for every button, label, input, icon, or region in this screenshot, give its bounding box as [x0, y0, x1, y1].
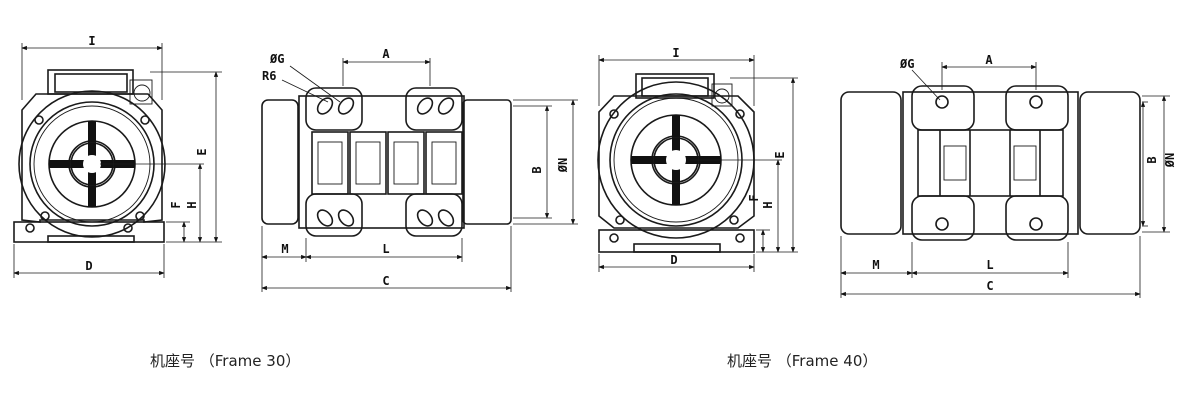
label-N-40: ØN: [1163, 153, 1177, 168]
label-M-40: M: [872, 258, 879, 272]
label-B: B: [530, 166, 544, 173]
label-E: E: [195, 148, 209, 155]
label-N: ØN: [556, 158, 570, 173]
label-G-40: ØG: [899, 57, 914, 71]
label-A-40: A: [985, 53, 993, 67]
label-R6: R6: [262, 69, 276, 83]
label-D-40: D: [670, 253, 677, 267]
label-I-40: I: [672, 46, 679, 60]
label-H: H: [185, 201, 199, 208]
label-D: D: [85, 259, 92, 273]
frame40-top-view: A ØG B ØN M L C: [840, 53, 1177, 298]
label-H-40: H: [761, 201, 775, 208]
label-L: L: [382, 242, 389, 256]
frame30-top-view: A ØG R6 B ØN M L C: [261, 47, 578, 292]
label-B-40: B: [1145, 156, 1159, 163]
label-G: ØG: [269, 52, 284, 66]
frame40-front-view: I D E F H: [597, 46, 798, 272]
label-F-40: F: [747, 194, 761, 201]
label-A: A: [382, 47, 390, 61]
frame30-front-view: I D E F H: [13, 34, 222, 278]
caption-frame40: 机座号 （Frame 40）: [727, 352, 878, 370]
label-C-40: C: [986, 279, 993, 293]
label-I: I: [88, 34, 95, 48]
caption-frame30: 机座号 （Frame 30）: [150, 352, 301, 370]
label-M: M: [281, 242, 288, 256]
label-L-40: L: [986, 258, 993, 272]
label-E-40: E: [773, 151, 787, 158]
label-C: C: [382, 274, 389, 288]
label-F: F: [169, 201, 183, 208]
